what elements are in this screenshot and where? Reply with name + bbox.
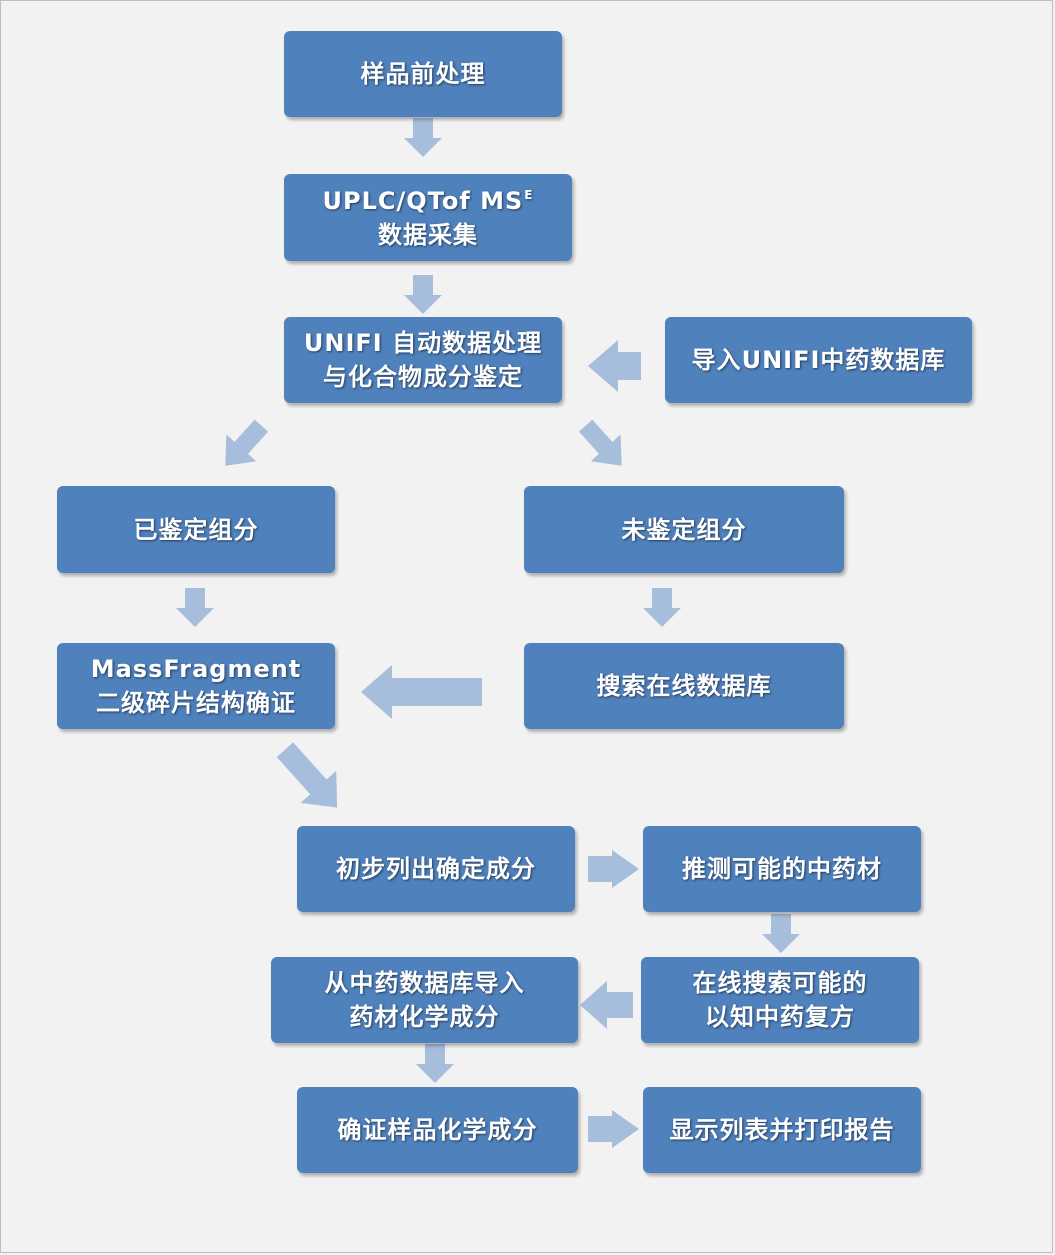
- arrow-diag-left: [225, 419, 269, 466]
- node-search-formula: 在线搜索可能的 以知中药复方: [641, 957, 919, 1043]
- node-acquisition-label-1: UPLC/QTof MSE: [323, 184, 534, 218]
- arrow-right-1: [588, 850, 639, 888]
- node-identified-label: 已鉴定组分: [133, 515, 259, 544]
- arrow-down-3: [176, 588, 214, 627]
- node-import-herb-chem: 从中药数据库导入 药材化学成分: [271, 957, 578, 1043]
- node-display-print: 显示列表并打印报告: [643, 1087, 921, 1173]
- node-import-herb-chem-label-2: 药材化学成分: [349, 1003, 500, 1031]
- arrow-down-6: [416, 1044, 454, 1083]
- node-sample-prep: 样品前处理: [284, 31, 562, 117]
- node-unifi-processing: UNIFI 自动数据处理 与化合物成分鉴定: [284, 317, 562, 403]
- node-import-herb-chem-label-1: 从中药数据库导入: [324, 969, 525, 997]
- arrow-left-formula: [580, 981, 633, 1029]
- arrow-diag-right: [578, 419, 622, 466]
- node-identified: 已鉴定组分: [57, 486, 335, 573]
- node-preliminary-list: 初步列出确定成分: [297, 826, 575, 912]
- node-confirm-chem-label: 确证样品化学成分: [337, 1116, 538, 1144]
- node-unidentified: 未鉴定组分: [524, 486, 844, 573]
- node-unifi-processing-label-2: 与化合物成分鉴定: [323, 363, 523, 391]
- node-acquisition-label-2: 数据采集: [378, 220, 478, 249]
- node-search-online-db-label: 搜索在线数据库: [596, 672, 772, 700]
- arrow-left-search: [361, 665, 482, 719]
- node-unifi-processing-label-1: UNIFI 自动数据处理: [303, 329, 543, 357]
- node-search-formula-label-1: 在线搜索可能的: [692, 969, 868, 997]
- node-search-online-db: 搜索在线数据库: [524, 643, 844, 729]
- node-sample-prep-label: 样品前处理: [360, 60, 486, 88]
- node-import-tcm-db-label: 导入UNIFI中药数据库: [691, 346, 946, 374]
- node-massfragment-label-2: 二级碎片结构确证: [96, 689, 296, 717]
- node-massfragment: MassFragment 二级碎片结构确证: [57, 643, 335, 729]
- node-infer-herbs-label: 推测可能的中药材: [682, 855, 882, 883]
- node-infer-herbs: 推测可能的中药材: [643, 826, 921, 912]
- node-preliminary-list-label: 初步列出确定成分: [336, 855, 536, 883]
- node-acquisition: UPLC/QTof MSE 数据采集: [284, 174, 572, 261]
- node-unidentified-label: 未鉴定组分: [621, 515, 747, 544]
- arrow-down-2: [404, 275, 442, 314]
- arrow-down-5: [762, 914, 800, 953]
- node-acquisition-superscript: E: [524, 187, 534, 202]
- arrow-down-1: [404, 118, 442, 157]
- arrow-left-import: [588, 340, 641, 392]
- node-search-formula-label-2: 以知中药复方: [705, 1003, 855, 1031]
- node-display-print-label: 显示列表并打印报告: [669, 1116, 895, 1144]
- node-massfragment-label-1: MassFragment: [90, 655, 302, 683]
- node-confirm-chem: 确证样品化学成分: [297, 1087, 578, 1173]
- arrow-down-4: [643, 588, 681, 627]
- arrow-right-2: [588, 1110, 639, 1148]
- arrow-diag-mass: [276, 742, 338, 808]
- node-import-tcm-db: 导入UNIFI中药数据库: [665, 317, 972, 403]
- node-acquisition-label-1-main: UPLC/QTof MS: [322, 186, 524, 215]
